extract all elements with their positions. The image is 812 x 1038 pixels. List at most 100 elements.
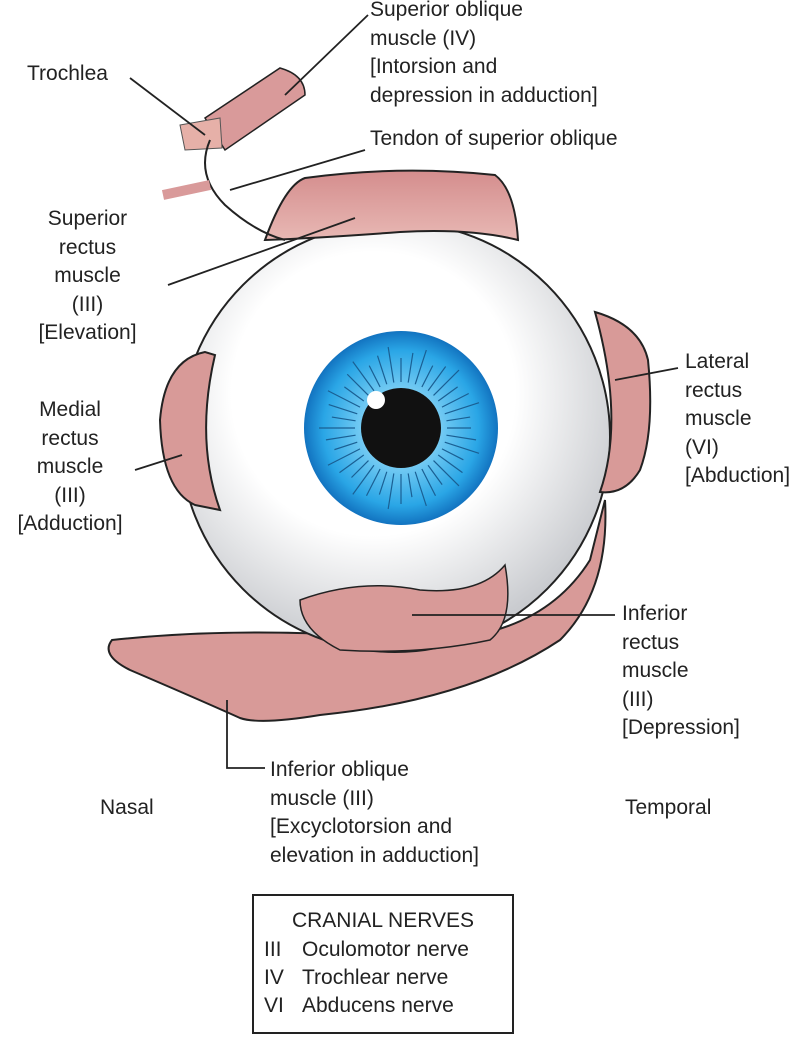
legend-abbr: IV	[264, 966, 284, 989]
label-temporal: Temporal	[625, 794, 711, 823]
label-line: [Excyclotorsion and	[270, 815, 453, 838]
iris-striation	[327, 448, 361, 466]
iris-striation	[437, 386, 458, 402]
iris-striation	[387, 346, 395, 383]
iris-striation	[414, 349, 427, 385]
label-line: muscle	[685, 407, 752, 430]
label-line: (III)	[71, 292, 104, 316]
label-line: rectus	[41, 426, 99, 450]
legend-abbr: VI	[264, 994, 284, 1017]
label-line: (VI)	[685, 435, 719, 459]
iris-striation	[334, 441, 358, 451]
label-line: rectus	[622, 630, 680, 654]
label-line: Medial	[39, 398, 101, 421]
iris-striation	[446, 416, 471, 422]
iris-striation	[376, 355, 388, 385]
iris-striation	[387, 473, 395, 510]
label-line: muscle	[622, 659, 689, 682]
iris-striation	[444, 441, 480, 454]
label-inferior-oblique: Inferior oblique muscle (III) [Excycloto…	[270, 756, 479, 870]
legend-title: CRANIAL NERVES	[291, 909, 475, 932]
legend-name: Trochlear nerve	[302, 966, 449, 989]
iris-striation	[407, 473, 413, 498]
label-nasal: Nasal	[100, 794, 154, 823]
label-line: [Intorsion and	[370, 55, 498, 78]
label-line: muscle (IV)	[370, 26, 477, 50]
label-line: [Depression]	[622, 716, 740, 739]
legend-name: Oculomotor nerve	[302, 938, 469, 961]
label-line: rectus	[685, 378, 743, 402]
label-line: [Adduction]	[17, 512, 123, 535]
label-line: Nasal	[100, 796, 154, 819]
iris-striation	[368, 365, 381, 388]
iris-striation	[441, 392, 469, 408]
label-line: [Elevation]	[38, 321, 137, 344]
label-line: (III)	[54, 483, 86, 507]
iris-striation	[427, 366, 447, 392]
label-line: muscle (III)	[270, 786, 374, 810]
lateral-rectus-muscle	[593, 310, 652, 494]
label-line: Inferior oblique	[270, 758, 409, 781]
iris-striation	[351, 460, 369, 478]
label-line: muscle	[54, 264, 121, 287]
label-inferior-rectus: Inferior rectus muscle (III) [Depression…	[622, 600, 740, 743]
iris-striation	[433, 460, 460, 487]
iris-striation	[344, 386, 365, 402]
label-tendon: Tendon of superior oblique	[370, 125, 618, 154]
iris-striation	[407, 352, 414, 383]
iris-striation	[331, 416, 356, 422]
iris-striation	[352, 361, 375, 392]
superior-oblique-tendon	[204, 139, 286, 241]
label-superior-oblique: Superior oblique muscle (IV) [Intorsion …	[370, 0, 598, 110]
label-line: Trochlea	[27, 62, 108, 85]
iris-striation	[427, 464, 443, 485]
label-line: Tendon of superior oblique	[370, 127, 618, 150]
iris-striation	[444, 402, 480, 415]
iris-striations	[319, 346, 480, 510]
iris-striation	[414, 471, 427, 507]
label-line: (III)	[622, 687, 654, 711]
label-line: Superior	[47, 207, 128, 230]
iris-striation	[365, 468, 381, 496]
iris-striation	[437, 454, 463, 474]
medial-rectus-muscle	[158, 350, 222, 512]
iris-striation	[378, 471, 388, 495]
cranial-nerves-legend: CRANIAL NERVES III Oculomotor nerve IV Tro…	[252, 894, 514, 1034]
iris-striation	[421, 365, 434, 388]
label-line: elevation in adduction]	[270, 843, 479, 867]
legend-row: VI Abducens nerve	[254, 992, 512, 1020]
legend-row: III Oculomotor nerve	[254, 936, 512, 964]
leader-lines	[129, 14, 679, 769]
pupil	[361, 388, 441, 468]
legend-row: IV Trochlear nerve	[254, 964, 512, 992]
label-line: Lateral	[685, 350, 750, 373]
trochlea	[179, 117, 223, 151]
iris-striation	[328, 403, 358, 415]
iris-striation	[346, 373, 369, 396]
label-line: Temporal	[625, 796, 712, 819]
legend-name: Abducens nerve	[302, 994, 454, 1017]
iris-striation	[433, 369, 460, 396]
label-lateral-rectus: Lateral rectus muscle (VI) [Abduction]	[685, 348, 790, 491]
iris-striation	[446, 434, 477, 441]
superior-rectus-muscle	[263, 169, 520, 242]
label-line: rectus	[58, 235, 117, 259]
label-superior-rectus: Superior rectus muscle (III) [Elevation]	[10, 205, 165, 348]
iris-striation	[421, 468, 437, 496]
label-line: muscle	[36, 455, 104, 478]
label-line: Inferior	[622, 602, 688, 625]
label-trochlea: Trochlea	[27, 60, 108, 89]
iris-striation	[441, 448, 464, 461]
inferior-rectus-muscle	[299, 563, 509, 652]
iris-striation	[352, 464, 375, 495]
iris-striation	[327, 390, 361, 408]
pupil-highlight	[367, 391, 385, 409]
label-medial-rectus: Medial rectus muscle (III) [Adduction]	[0, 396, 140, 539]
label-line: Superior oblique	[370, 0, 523, 21]
legend-abbr: III	[264, 938, 282, 961]
iris-striation	[339, 454, 365, 474]
label-line: depression in adduction]	[370, 83, 598, 107]
label-line: [Abduction]	[685, 464, 791, 487]
